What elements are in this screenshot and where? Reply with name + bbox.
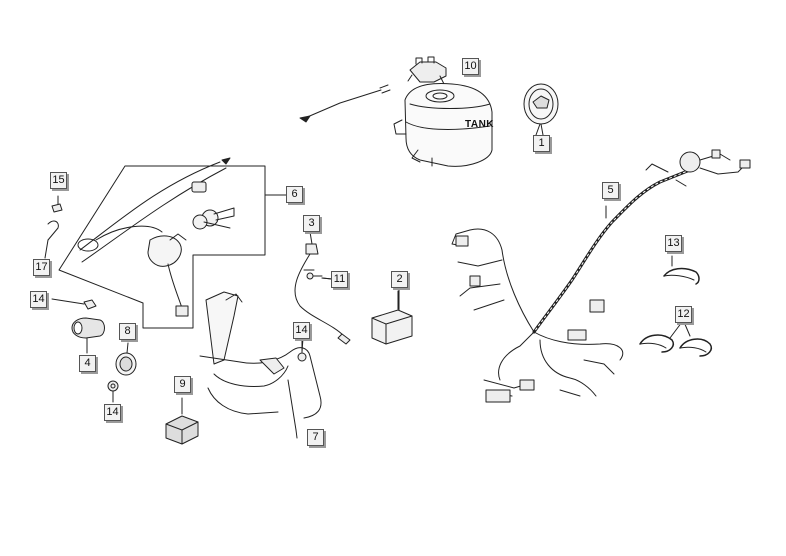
part-10-relay-and-cable <box>299 56 447 123</box>
part-4-switch <box>71 317 105 354</box>
callout-7: 7 <box>307 429 324 446</box>
callout-14-mid: 14 <box>293 322 310 339</box>
callout-14-top: 14 <box>30 291 47 308</box>
callout-1: 1 <box>533 135 550 152</box>
part-2-module <box>371 290 413 345</box>
callout-9: 9 <box>174 376 191 393</box>
tank-label: TANK <box>465 119 495 130</box>
part-14-nut-top <box>51 298 97 310</box>
part-14-nut-bottom <box>107 380 119 403</box>
part-7-frame-bracket <box>199 291 322 431</box>
callout-3: 3 <box>303 215 320 232</box>
part-3-cable <box>294 231 351 345</box>
callout-4: 4 <box>79 355 96 372</box>
part-15-screw <box>51 195 63 213</box>
callout-5: 5 <box>602 182 619 199</box>
part-5-wiring-harness <box>451 149 751 403</box>
part-13-clip <box>663 255 700 285</box>
callout-13: 13 <box>665 235 682 252</box>
part-6-ignition-group <box>58 157 289 329</box>
fuel-tank <box>393 83 493 167</box>
callout-14-bottom: 14 <box>104 404 121 421</box>
callout-17: 17 <box>33 259 50 276</box>
part-8-ring <box>115 342 137 376</box>
part-11-bolt <box>306 272 333 280</box>
callout-6: 6 <box>286 186 303 203</box>
callout-10: 10 <box>462 58 479 75</box>
part-17-clip <box>44 220 59 259</box>
callout-8: 8 <box>119 323 136 340</box>
part-12-clips <box>639 321 712 357</box>
callout-11: 11 <box>331 271 348 288</box>
callout-15: 15 <box>50 172 67 189</box>
callout-2: 2 <box>391 271 408 288</box>
callout-12: 12 <box>675 306 692 323</box>
part-9-block <box>165 397 199 445</box>
part-1-fuel-gauge <box>523 83 559 136</box>
